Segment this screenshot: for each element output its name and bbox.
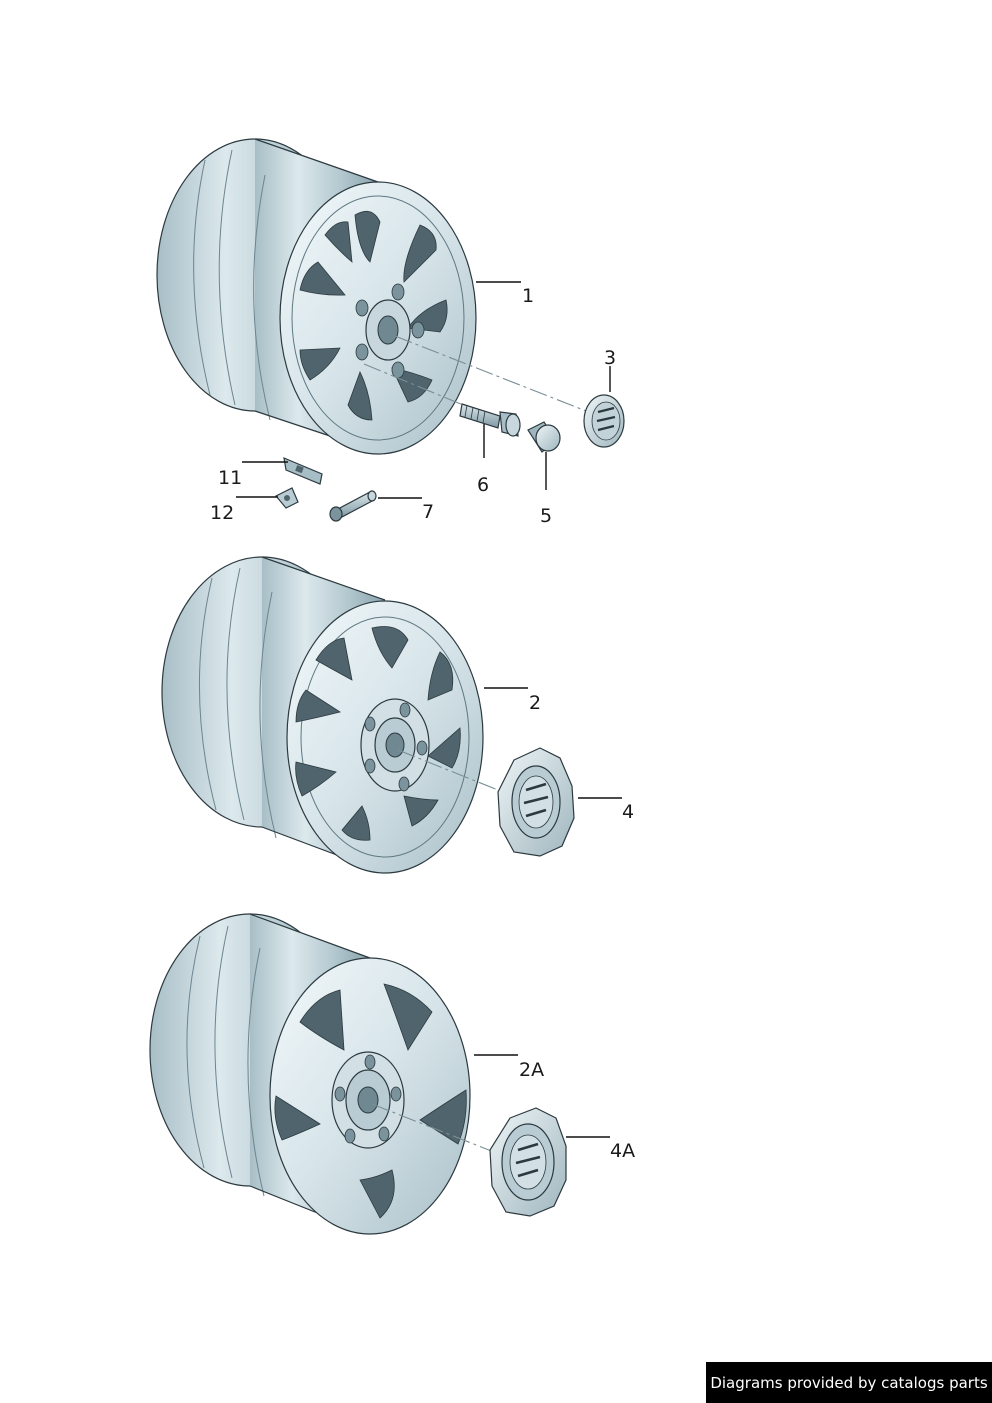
clip-weight-part-12 [275,487,299,509]
wheel-bolt-part-6 [459,403,521,437]
bolt-cap-part-5 [527,421,561,453]
leader-lines [236,281,622,1138]
callout-4: 4 [622,801,634,823]
callout-5: 5 [540,505,552,527]
center-cap-part-3 [583,394,625,448]
tire-valve-part-7 [329,490,377,522]
callout-2a: 2A [519,1059,544,1081]
callout-6: 6 [477,474,489,496]
centerline-axis [394,335,605,419]
wheel-1-alloy-rim [156,138,477,455]
callout-12: 12 [210,502,234,524]
wheel-2a-alloy-rim [149,913,471,1235]
centerline-axis-2 [397,749,499,791]
callout-3: 3 [604,347,616,369]
center-cap-part-4 [497,747,575,857]
balance-weight-part-11 [283,457,323,485]
centerline-axis-3 [371,1103,495,1153]
bolt-axis [363,363,481,413]
callout-1: 1 [522,285,534,307]
wheel-2-alloy-rim [161,556,484,874]
callout-7: 7 [422,501,434,523]
callout-11: 11 [218,467,242,489]
callout-4a: 4A [610,1140,635,1162]
credit-banner: Diagrams provided by catalogs parts [706,1362,992,1403]
center-cap-part-4a [489,1107,567,1217]
callout-2: 2 [529,692,541,714]
